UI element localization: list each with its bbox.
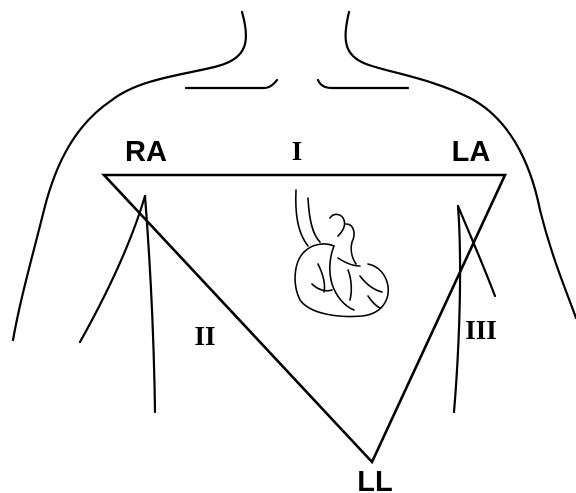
neck-left-outline — [112, 12, 246, 100]
right-inner-arm-line — [80, 196, 145, 342]
label-left-arm: LA — [452, 136, 491, 168]
label-lead-3: III — [465, 315, 497, 345]
left-inner-arm-line — [458, 206, 495, 296]
neck-right-outline — [346, 12, 470, 98]
left-shoulder-outline — [470, 98, 576, 318]
left-collarbone — [186, 80, 277, 88]
heart-icon — [295, 190, 388, 316]
right-collarbone — [318, 80, 408, 88]
label-lead-2: II — [194, 321, 215, 351]
right-shoulder-outline — [13, 100, 112, 340]
label-left-leg: LL — [357, 466, 392, 493]
label-lead-1: I — [292, 136, 303, 166]
einthoven-triangle — [104, 175, 505, 462]
left-torso-line — [454, 206, 460, 412]
label-right-arm: RA — [125, 136, 167, 168]
